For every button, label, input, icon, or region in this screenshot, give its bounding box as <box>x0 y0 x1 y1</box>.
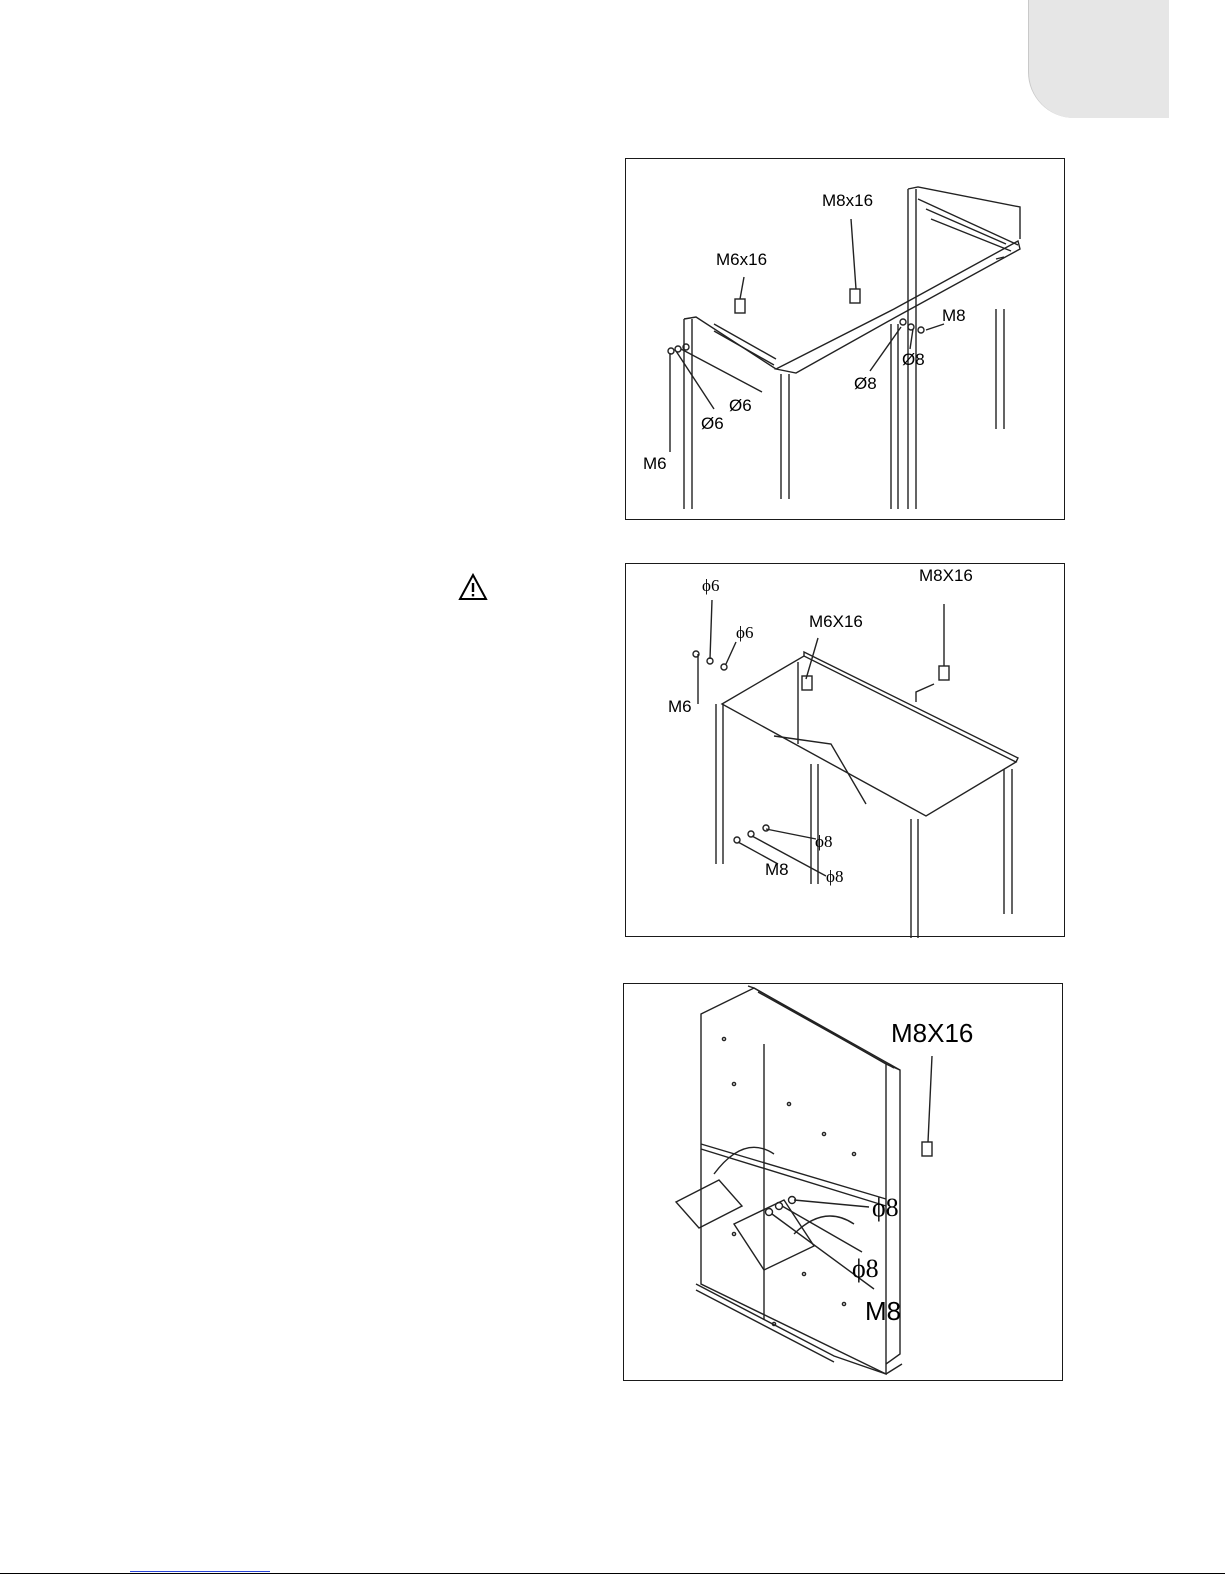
washer-label-phi8-a: ϕ8 <box>815 833 832 850</box>
nut-label-m8: M8 <box>942 307 966 324</box>
bolt-label-m6x16: M6X16 <box>809 613 863 630</box>
washer-label-o6-b: Ø6 <box>701 415 724 432</box>
washer-label-o8-b: Ø8 <box>854 375 877 392</box>
footer-rule <box>0 1573 1225 1574</box>
bolt-label-m8x16: M8X16 <box>919 567 973 584</box>
warning-triangle-icon <box>458 573 488 601</box>
assembly-figure-cabinet: M8X16 ϕ8 ϕ8 M8 <box>623 983 1063 1381</box>
bolt-label-m6x16: M6x16 <box>716 251 767 268</box>
washer-label-phi8-a: ϕ8 <box>872 1195 899 1221</box>
washer-label-phi8-b: ϕ8 <box>852 1256 879 1282</box>
nut-label-m8: M8 <box>865 1298 901 1324</box>
washer-label-phi8-b: ϕ8 <box>826 868 843 885</box>
washer-label-phi6-a: ϕ6 <box>702 577 719 594</box>
bolt-label-m8x16: M8X16 <box>891 1020 973 1046</box>
top-frame-drawing <box>626 159 1066 521</box>
bolt-label-m8x16: M8x16 <box>822 192 873 209</box>
washer-label-o8-a: Ø8 <box>902 351 925 368</box>
cabinet-drawing <box>624 984 1064 1382</box>
assembly-figure-top-panel: ϕ6 ϕ6 M6X16 M8X16 M6 ϕ8 M8 ϕ8 <box>625 563 1065 937</box>
washer-label-o6-a: Ø6 <box>729 397 752 414</box>
nut-label-m8: M8 <box>765 861 789 878</box>
assembly-figure-top-frame: M8x16 M6x16 M8 Ø8 Ø8 Ø6 Ø6 M6 <box>625 158 1065 520</box>
footer-link-underline[interactable] <box>130 1571 270 1572</box>
washer-label-phi6-b: ϕ6 <box>736 624 753 641</box>
chapter-tab <box>1028 0 1169 118</box>
nut-label-m6: M6 <box>643 455 667 472</box>
nut-label-m6: M6 <box>668 698 692 715</box>
